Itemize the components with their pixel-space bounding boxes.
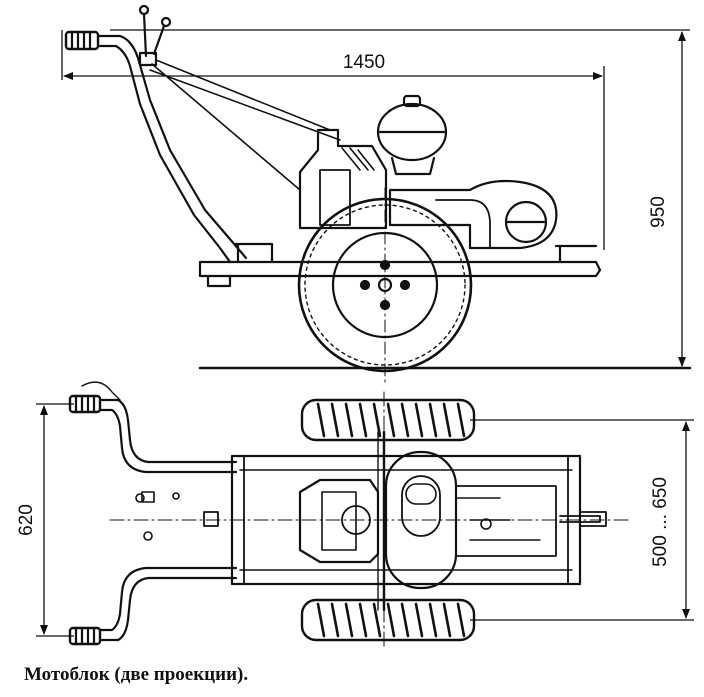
side-view <box>64 4 692 386</box>
top-wheel-upper <box>300 398 476 442</box>
length-label: 1450 <box>343 52 385 73</box>
handle-grip <box>64 30 100 51</box>
top-handle-grip-lower <box>68 626 102 646</box>
track-dimension <box>470 419 694 621</box>
engine <box>298 128 558 250</box>
top-handlebar <box>98 398 238 474</box>
control-cables <box>149 59 341 191</box>
frame <box>198 260 602 278</box>
top-engine <box>298 478 557 564</box>
tow-hitch <box>559 511 607 527</box>
figure-caption: Мотоблок (две проекции). <box>24 664 249 685</box>
top-wheel-lower <box>300 598 476 642</box>
motoblock-drawing: 1450 950 <box>16 4 694 651</box>
length-dimension <box>61 30 605 250</box>
width-label: 620 <box>16 504 37 536</box>
height-label: 950 <box>648 196 669 228</box>
top-handle-grip-upper <box>68 394 102 414</box>
handlebar <box>96 34 248 260</box>
top-view <box>68 381 631 651</box>
height-dimension <box>110 29 690 367</box>
track-label: 500 ... 650 <box>650 477 671 567</box>
fuel-tank <box>376 94 448 176</box>
width-dimension <box>36 403 74 637</box>
control-levers <box>138 4 172 67</box>
